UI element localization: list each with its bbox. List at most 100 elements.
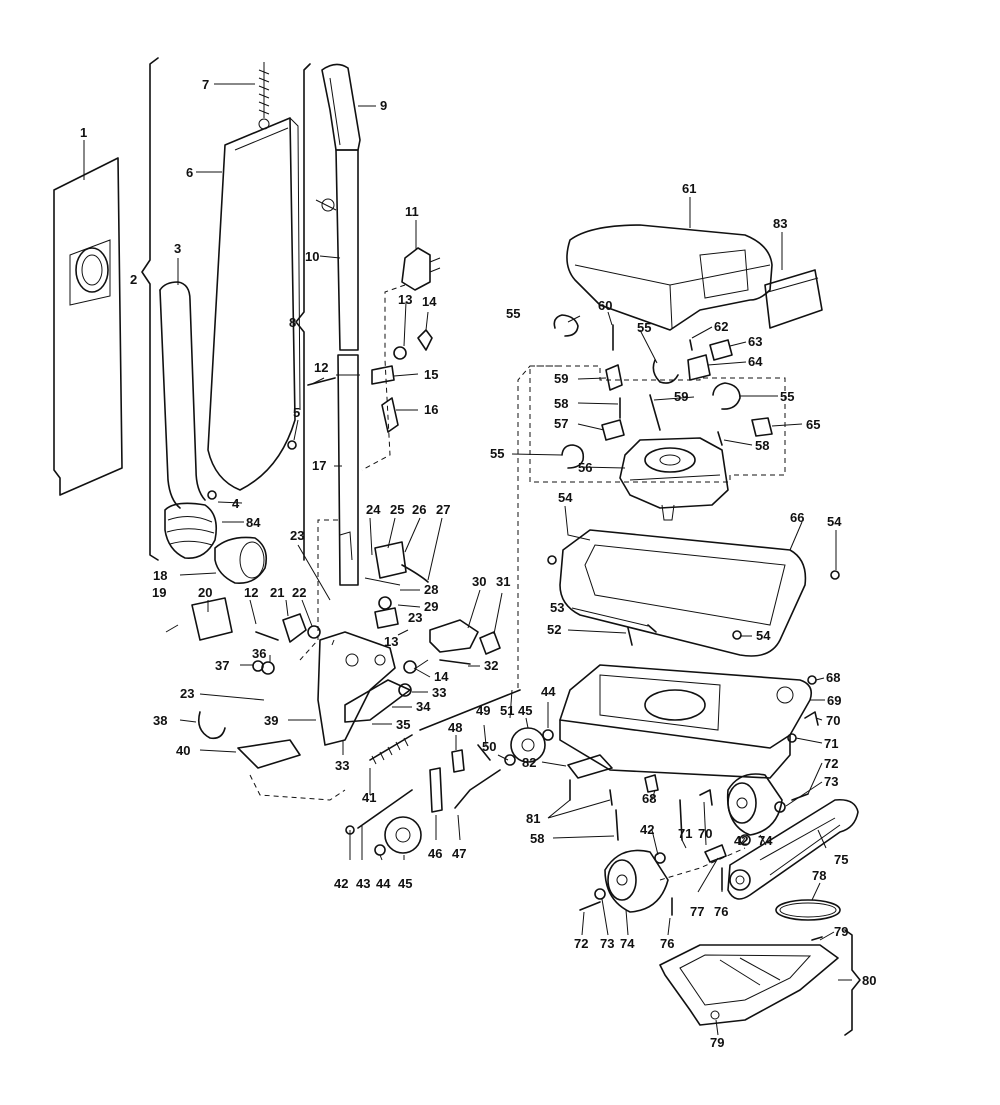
label-30: 30: [472, 574, 486, 589]
part-55b-clamp: [652, 359, 679, 384]
label-55b: 55: [637, 320, 651, 335]
label-9: 9: [380, 98, 387, 113]
label-78: 78: [812, 868, 826, 883]
part-69-base-housing: [559, 664, 813, 779]
label-47: 47: [452, 846, 466, 861]
part-81b-screw: [609, 789, 613, 806]
part-31-clip: [479, 631, 501, 655]
label-59b: 59: [674, 389, 688, 404]
part-44-nut: [374, 844, 386, 856]
label-77: 77: [690, 904, 704, 919]
label-39: 39: [264, 713, 278, 728]
part-33-nut: [398, 683, 412, 697]
label-54c: 54: [756, 628, 771, 643]
part-57-bracket: [601, 419, 625, 441]
part-29-washer: [378, 596, 392, 610]
part-72b-bolt: [579, 901, 601, 911]
label-27: 27: [436, 502, 450, 517]
label-71a: 71: [824, 736, 838, 751]
label-80: 80: [862, 973, 876, 988]
label-68a: 68: [826, 670, 840, 685]
part-84-hose-cuff: [164, 502, 218, 559]
label-42b: 42: [640, 822, 654, 837]
part-37-nut: [252, 660, 264, 672]
label-45a: 45: [398, 876, 412, 891]
part-22-nut: [307, 625, 321, 639]
part-73b-washer: [594, 888, 606, 900]
label-24: 24: [366, 502, 381, 517]
label-50: 50: [482, 739, 496, 754]
part-51-rod: [419, 689, 521, 731]
label-54b: 54: [827, 514, 842, 529]
label-55d: 55: [490, 446, 504, 461]
label-62: 62: [714, 319, 728, 334]
label-61: 61: [682, 181, 696, 196]
label-21: 21: [270, 585, 284, 600]
label-4: 4: [232, 496, 240, 511]
part-30-latch: [429, 619, 479, 653]
label-75: 75: [834, 852, 848, 867]
label-17: 17: [312, 458, 326, 473]
label-42a: 42: [334, 876, 348, 891]
label-73a: 73: [824, 774, 838, 789]
label-81: 81: [526, 811, 540, 826]
part-9-handle-grip: [321, 63, 361, 151]
label-76b: 76: [660, 936, 674, 951]
part-27-cord: [401, 564, 429, 583]
label-55c: 55: [780, 389, 794, 404]
callout-labels: 1 2 3 4 5 6 7 8 9 10 11 12 13 14 15 16 1…: [80, 77, 876, 1050]
label-33b: 33: [335, 758, 349, 773]
label-16: 16: [424, 402, 438, 417]
label-42c: 42: [734, 833, 748, 848]
part-10-upper-handle: [315, 149, 359, 351]
label-68b: 68: [642, 791, 656, 806]
label-55a: 55: [506, 306, 520, 321]
label-73b: 73: [600, 936, 614, 951]
label-79a: 79: [834, 924, 848, 939]
part-54c-screw: [732, 630, 742, 640]
part-61-hood: [566, 224, 773, 331]
part-40-pedal: [237, 739, 346, 801]
part-7-spring: [258, 62, 270, 130]
label-1: 1: [80, 125, 87, 140]
label-11: 11: [405, 204, 419, 219]
label-71b: 71: [678, 826, 692, 841]
part-36-washer: [261, 661, 275, 675]
part-80-bottom-plate: [659, 944, 839, 1026]
label-14b: 14: [434, 669, 449, 684]
label-13b: 13: [384, 634, 398, 649]
label-18: 18: [153, 568, 167, 583]
part-13b-bushing: [403, 660, 417, 674]
label-2: 2: [130, 272, 137, 287]
part-68b-bracket: [644, 774, 659, 793]
label-53: 53: [550, 600, 564, 615]
label-70b: 70: [698, 826, 712, 841]
part-21-bracket: [282, 613, 307, 643]
part-16-switch: [381, 397, 399, 433]
label-58c: 58: [530, 831, 544, 846]
label-58b: 58: [755, 438, 769, 453]
part-42a-nut: [654, 852, 666, 864]
label-48: 48: [448, 720, 462, 735]
motor-group-boundary: [529, 365, 786, 483]
label-38: 38: [153, 713, 167, 728]
part-77-clip: [704, 844, 727, 863]
label-10: 10: [305, 249, 319, 264]
label-60: 60: [598, 298, 612, 313]
part-59b-screw: [649, 394, 661, 431]
label-33a: 33: [432, 685, 446, 700]
part-74b-wheel-left: [604, 849, 669, 913]
label-29: 29: [424, 599, 438, 614]
label-74b: 74: [620, 936, 635, 951]
bracket-8: [295, 63, 311, 561]
label-20: 20: [198, 585, 212, 600]
label-23b: 23: [408, 610, 422, 625]
part-62-screw: [689, 339, 693, 351]
part-15-cord-clip: [371, 365, 395, 385]
part-29-block: [374, 607, 399, 629]
label-69: 69: [827, 693, 841, 708]
label-59a: 59: [554, 371, 568, 386]
part-54a-screw: [547, 555, 557, 565]
label-34: 34: [416, 699, 431, 714]
